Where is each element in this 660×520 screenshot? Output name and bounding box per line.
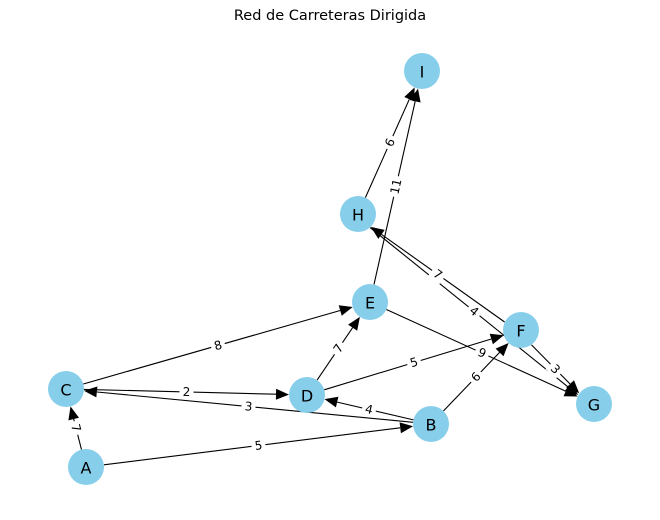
node-D: D bbox=[289, 377, 325, 413]
node-label: B bbox=[426, 416, 437, 435]
node-label: F bbox=[516, 322, 525, 341]
edge-label-E-I: 11 bbox=[386, 174, 406, 199]
arrowhead-icon bbox=[495, 343, 509, 357]
edge-label-B-C: 3 bbox=[240, 398, 257, 415]
edge-weight-label: 5 bbox=[408, 355, 419, 371]
edge-label-background bbox=[240, 398, 257, 415]
node-H: H bbox=[340, 196, 376, 232]
node-I: I bbox=[404, 53, 440, 89]
node-label: C bbox=[60, 381, 71, 400]
edge-label-background bbox=[360, 401, 378, 418]
node-B: B bbox=[413, 406, 449, 442]
edge-weight-label: 4 bbox=[364, 402, 375, 417]
arrowhead-icon bbox=[68, 406, 79, 421]
node-circle bbox=[68, 449, 104, 485]
edge-weight-label: 2 bbox=[183, 385, 191, 399]
arrowhead-icon bbox=[348, 316, 360, 331]
edge-label-background bbox=[428, 264, 448, 285]
edge-label-background bbox=[545, 359, 566, 379]
node-G: G bbox=[576, 386, 612, 422]
edge-label-F-H: 7 bbox=[428, 264, 448, 285]
arrowhead-icon bbox=[370, 226, 385, 239]
edge-labels-layer: 5 7 2 8 3 4 6 7 5 9 11 7 3 4 6 bbox=[67, 133, 566, 454]
edge-label-C-E: 8 bbox=[209, 336, 227, 355]
arrowhead-icon bbox=[399, 422, 414, 434]
edges-layer bbox=[68, 87, 580, 466]
edge-weight-label: 5 bbox=[254, 438, 263, 453]
node-circle bbox=[48, 371, 84, 407]
edge-label-E-G: 9 bbox=[472, 343, 492, 363]
edge-label-A-B: 5 bbox=[250, 437, 267, 454]
edge-label-F-G: 3 bbox=[545, 359, 566, 379]
arrowhead-icon bbox=[275, 388, 289, 400]
node-circle bbox=[352, 284, 388, 320]
edge-label-background bbox=[386, 174, 406, 199]
node-E: E bbox=[352, 284, 388, 320]
edge-weight-label: 11 bbox=[387, 178, 404, 196]
edge-label-A-C: 7 bbox=[67, 419, 85, 437]
node-label: E bbox=[365, 294, 375, 313]
node-circle bbox=[503, 312, 539, 348]
arrowhead-icon bbox=[564, 382, 579, 395]
edge-label-B-D: 4 bbox=[360, 401, 378, 418]
node-circle bbox=[404, 53, 440, 89]
edge-label-background bbox=[250, 437, 267, 454]
edge-label-background bbox=[472, 343, 492, 363]
node-circle bbox=[340, 196, 376, 232]
edge-label-background bbox=[380, 133, 400, 152]
node-label: G bbox=[588, 396, 600, 415]
edge-label-background bbox=[179, 384, 194, 400]
edge-label-background bbox=[464, 301, 484, 322]
edge-label-background bbox=[466, 367, 486, 387]
edge-label-B-F: 6 bbox=[466, 367, 486, 387]
edge-label-H-G: 4 bbox=[464, 301, 484, 322]
edge-weight-label: 7 bbox=[68, 423, 83, 434]
diagram-title: Red de Carreteras Dirigida bbox=[233, 8, 427, 24]
arrowhead-icon bbox=[404, 87, 415, 102]
node-C: C bbox=[48, 371, 84, 407]
edge-label-background bbox=[328, 338, 349, 359]
edge-label-D-F: 5 bbox=[405, 353, 423, 372]
node-F: F bbox=[503, 312, 539, 348]
nodes-layer: A B C D E F G H I bbox=[48, 53, 612, 485]
edge-label-background bbox=[67, 419, 85, 437]
node-label: A bbox=[81, 459, 92, 478]
node-circle bbox=[413, 406, 449, 442]
edge-label-D-E: 7 bbox=[328, 338, 349, 359]
arrowhead-icon bbox=[338, 305, 353, 316]
node-circle bbox=[576, 386, 612, 422]
arrowhead-icon bbox=[489, 333, 504, 345]
node-label: D bbox=[301, 387, 313, 406]
arrowhead-icon bbox=[324, 396, 339, 408]
edge-label-background bbox=[405, 353, 423, 372]
edge-weight-label: 8 bbox=[212, 338, 223, 354]
node-A: A bbox=[68, 449, 104, 485]
node-label: H bbox=[352, 206, 364, 225]
node-label: I bbox=[420, 63, 425, 82]
node-circle bbox=[289, 377, 325, 413]
edge-weight-label: 3 bbox=[244, 399, 253, 414]
edge-label-background bbox=[209, 336, 227, 355]
edge-label-C-D: 2 bbox=[179, 384, 194, 400]
arrowhead-icon bbox=[83, 386, 98, 398]
edge-label-H-I: 6 bbox=[380, 133, 400, 152]
